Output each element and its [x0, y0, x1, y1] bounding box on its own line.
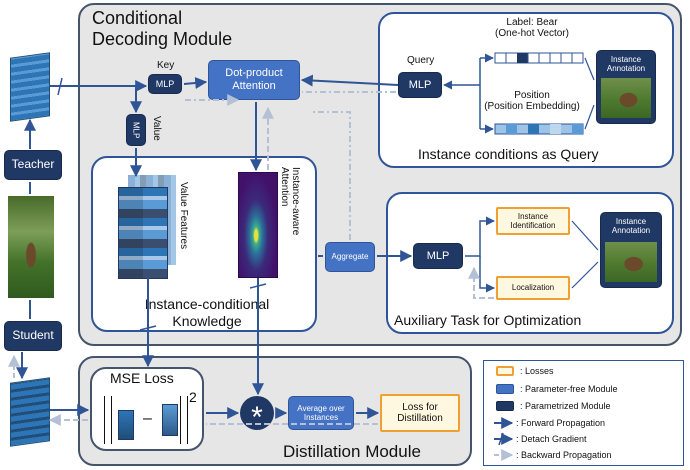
- mse-minus: –: [143, 410, 152, 427]
- mlp-value-text: MLP: [131, 121, 141, 139]
- legend-forward-text: : Forward Propagation: [516, 418, 606, 428]
- legend-parameter-free-swatch: [496, 384, 514, 394]
- position-embedding-text: Position (Position Embedding): [484, 90, 580, 112]
- attention-heatmap: [238, 172, 278, 278]
- value-features-label: Value Features: [178, 182, 189, 250]
- legend-panel: [483, 360, 684, 466]
- mse-loss-label: MSE Loss: [110, 370, 174, 386]
- legend-parameter-free: : Parameter-free Module: [496, 384, 618, 394]
- multiply-operator-glyph: *: [251, 401, 263, 434]
- bear-photo-top: [601, 78, 651, 118]
- distillation-module-title: Distillation Module: [283, 442, 421, 461]
- legend-detach: : Detach Gradient: [516, 434, 587, 444]
- legend-backward-text: : Backward Propagation: [516, 450, 612, 460]
- legend-parametrized-text: : Parametrized Module: [520, 401, 611, 411]
- position-embedding-vector: [494, 123, 584, 135]
- localization-text: Localization: [511, 283, 555, 293]
- norm-left-bars: [104, 396, 112, 444]
- legend-losses: : Losses: [496, 366, 554, 376]
- dot-product-text: Dot-product Attention: [225, 67, 283, 92]
- instance-identification-text: Instance Identification: [510, 211, 556, 230]
- mlp-key-box: MLP: [148, 74, 182, 94]
- mlp-value-box: MLP: [126, 114, 146, 146]
- average-text: Average over Instances: [297, 403, 345, 422]
- instance-identification-loss: Instance Identification: [496, 207, 570, 235]
- student-box: Student: [4, 321, 62, 351]
- value-features-cube: [118, 175, 176, 279]
- decoding-module-title: Conditional Decoding Module: [92, 8, 233, 49]
- instance-annotation-text-aux: Instance Annotation: [611, 217, 651, 236]
- one-hot-vector: [494, 52, 584, 64]
- dot-product-attention-box: Dot-product Attention: [208, 60, 300, 100]
- knowledge-caption: Instance-conditional Knowledge: [144, 296, 270, 329]
- localization-loss: Localization: [496, 276, 570, 300]
- mse-student-feature: [118, 410, 134, 440]
- legend-parametrized-swatch: [496, 401, 514, 411]
- aux-panel-caption: Auxiliary Task for Optimization: [394, 312, 582, 328]
- attention-label: Instance-aware Attention: [279, 167, 301, 236]
- value-label: Value: [151, 116, 162, 141]
- instance-annotation-text-top: Instance Annotation: [606, 55, 646, 74]
- query-label: Query: [407, 55, 435, 66]
- legend-parametrized: : Parametrized Module: [496, 401, 611, 411]
- legend-backward: : Backward Propagation: [516, 450, 612, 460]
- norm-exponent: 2: [189, 389, 197, 405]
- mse-teacher-feature: [162, 404, 178, 436]
- mlp-aux-box: MLP: [413, 243, 463, 269]
- key-label: Key: [157, 60, 175, 71]
- query-panel-caption: Instance conditions as Query: [418, 146, 599, 162]
- distillation-loss-box: Loss for Distillation: [380, 394, 460, 432]
- input-image: [8, 196, 54, 298]
- aggregate-box: Aggregate: [325, 242, 375, 272]
- bear-photo-aux: [605, 242, 657, 282]
- legend-detach-text: : Detach Gradient: [516, 434, 587, 444]
- norm-right-bars: [180, 396, 188, 444]
- legend-forward: : Forward Propagation: [516, 418, 605, 428]
- mlp-query-box: MLP: [398, 72, 442, 98]
- distillation-loss-text: Loss for Distillation: [397, 401, 443, 425]
- label-one-hot-text: Label: Bear (One-hot Vector): [495, 17, 569, 39]
- teacher-box: Teacher: [4, 150, 62, 180]
- mse-loss-panel: [90, 367, 204, 451]
- legend-losses-text: : Losses: [520, 366, 554, 376]
- legend-losses-swatch: [496, 366, 514, 376]
- legend-parameter-free-text: : Parameter-free Module: [520, 384, 618, 394]
